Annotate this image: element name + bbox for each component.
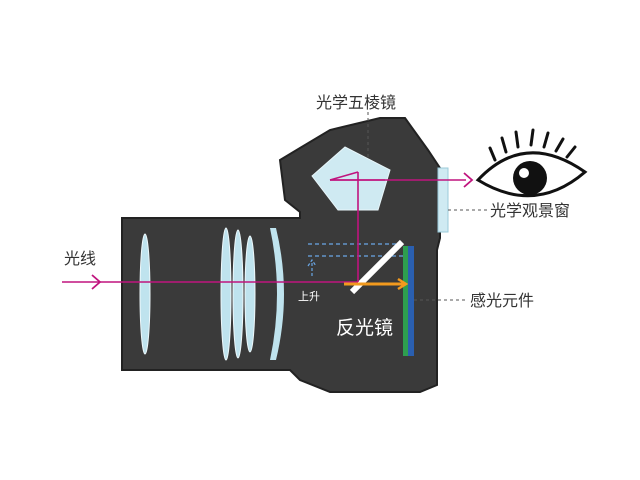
prism-ray [329, 171, 359, 181]
eye-iris [513, 161, 547, 195]
light-path [62, 171, 466, 283]
pentaprism [311, 146, 391, 211]
incoming-arrowhead [91, 274, 102, 290]
lens-element-2 [220, 227, 232, 361]
eye-icon [475, 128, 588, 198]
sensor-blue [408, 246, 414, 356]
sensor-green [403, 246, 408, 356]
rise-arrow [307, 258, 317, 276]
eye-arrowhead [463, 172, 474, 188]
label-rise: 上升 [298, 290, 320, 303]
eye-lashes [488, 128, 577, 162]
lens-element-3 [232, 229, 244, 359]
label-mirror: 反光镜 [336, 317, 393, 339]
label-pentaprism: 光学五棱镜 [316, 93, 396, 112]
lens-element-4 [244, 235, 256, 353]
lens-element-5 [270, 228, 284, 360]
shutter-arrowhead [397, 277, 409, 291]
label-viewfinder: 光学观景窗 [490, 201, 570, 220]
lens-element-1 [139, 233, 151, 355]
label-sensor: 感光元件 [470, 291, 534, 310]
label-light: 光线 [64, 249, 96, 268]
eye-highlight [519, 168, 529, 178]
lens-group [139, 227, 284, 361]
viewfinder-eyepiece [437, 167, 449, 233]
